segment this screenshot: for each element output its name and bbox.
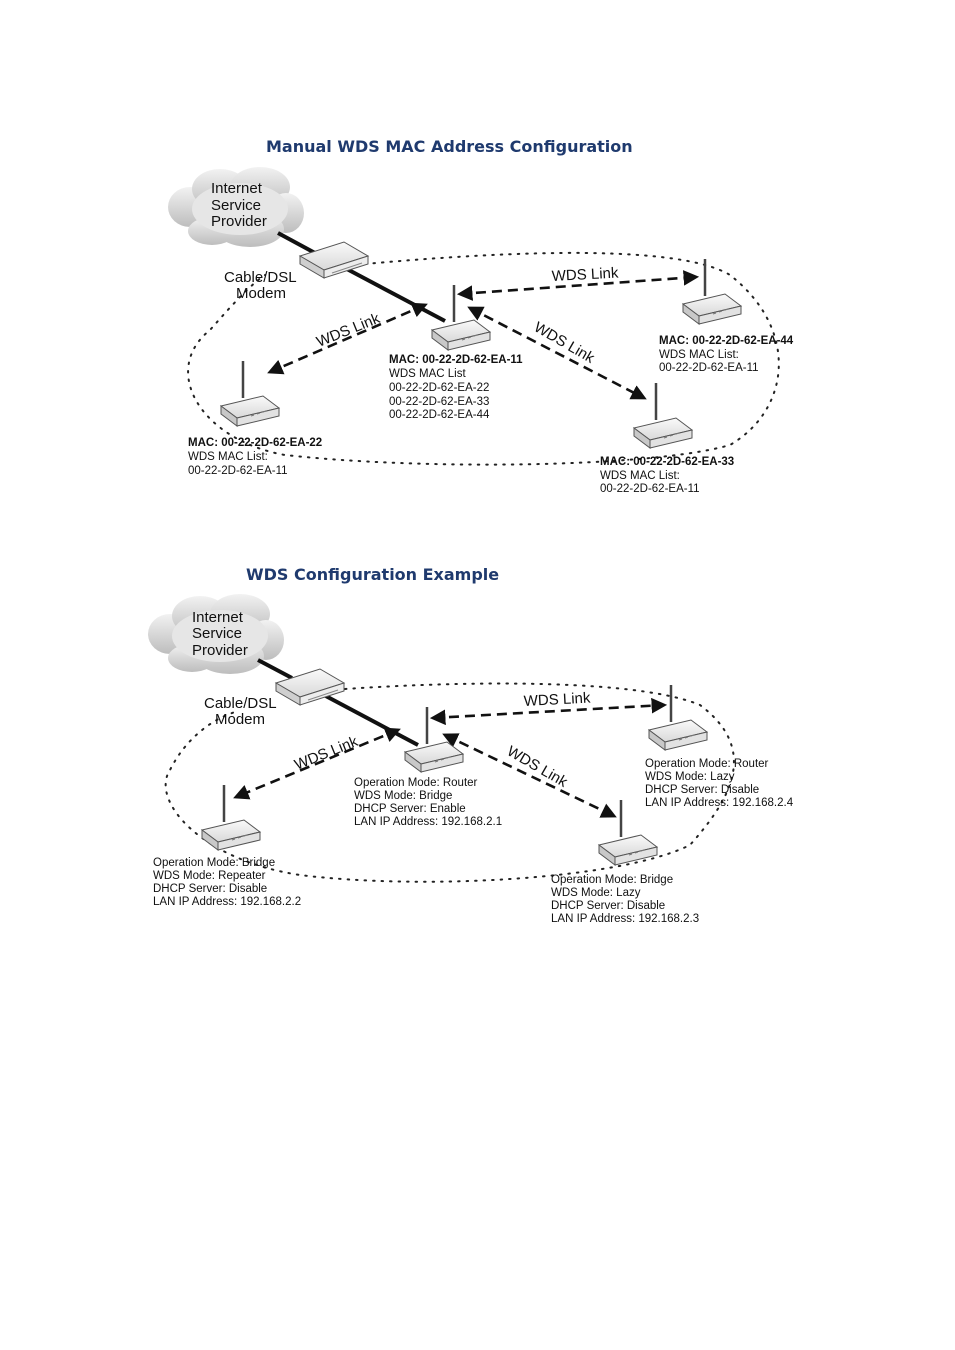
router-icon	[597, 798, 659, 867]
wds-link-arrow	[456, 270, 700, 301]
diagram-2-title: WDS Configuration Example	[246, 565, 500, 584]
node-line: WDS MAC List:	[600, 470, 680, 482]
node-line: 00-22-2D-62-EA-22	[389, 382, 489, 394]
router-icon	[632, 381, 694, 450]
modem-label-line1: Cable/DSL	[204, 695, 277, 712]
wds-link-arrow	[233, 727, 401, 800]
node-line: 00-22-2D-62-EA-11	[600, 483, 700, 495]
node-line: 00-22-2D-62-EA-11	[188, 465, 288, 477]
wired-link	[344, 266, 446, 323]
isp-label-line2: Service	[192, 625, 242, 642]
node-line: DHCP Server: Disable	[153, 883, 267, 895]
modem-label-line2: Modem	[236, 285, 286, 302]
node-mac: MAC: 00-22-2D-62-EA-11	[389, 354, 523, 366]
isp-label-line1: Internet	[192, 609, 244, 626]
node-line: LAN IP Address: 192.168.2.1	[354, 816, 502, 828]
wds-link-label: WDS Link	[504, 743, 571, 791]
node-line: WDS Mode: Repeater	[153, 870, 266, 882]
diagram-1: Internet Service Provider Cable/DSL Mode…	[168, 167, 794, 495]
isp-label-line1: Internet	[211, 180, 263, 197]
node-line: Operation Mode: Router	[645, 758, 769, 770]
isp-label-line2: Service	[211, 197, 261, 214]
wds-link-arrow	[429, 697, 668, 726]
isp-label-line3: Provider	[211, 213, 267, 230]
wired-link	[257, 658, 293, 680]
router-icon	[681, 257, 743, 326]
node-line: LAN IP Address: 192.168.2.3	[551, 913, 699, 925]
wds-link-arrow	[467, 306, 647, 400]
node-mac: MAC: 00-22-2D-62-EA-44	[659, 335, 794, 347]
wds-link-label: WDS Link	[523, 690, 591, 710]
node-line: 00-22-2D-62-EA-33	[389, 396, 489, 408]
wired-link	[321, 692, 419, 747]
node-line: WDS MAC List:	[188, 451, 268, 463]
node-line: WDS Mode: Lazy	[551, 887, 641, 899]
diagram-2: Internet Service Provider Cable/DSL Mode…	[148, 594, 794, 925]
node-info-bottom: Operation Mode: Bridge WDS Mode: Lazy DH…	[551, 874, 699, 925]
wds-link-arrow	[267, 302, 428, 375]
node-line: WDS Mode: Bridge	[354, 790, 452, 802]
router-icon	[647, 683, 709, 752]
node-line: WDS Mode: Lazy	[645, 771, 735, 783]
wired-link	[277, 231, 316, 255]
modem-label-line1: Cable/DSL	[224, 269, 297, 286]
node-line: DHCP Server: Enable	[354, 803, 466, 815]
node-line: DHCP Server: Disable	[645, 784, 759, 796]
node-line: 00-22-2D-62-EA-44	[389, 409, 490, 421]
node-line: Operation Mode: Bridge	[551, 874, 673, 886]
modem-label-line2: Modem	[215, 711, 265, 728]
node-info-bottom: MAC: 00-22-2D-62-EA-33 WDS MAC List: 00-…	[600, 456, 734, 495]
node-info-right: Operation Mode: Router WDS Mode: Lazy DH…	[645, 758, 794, 809]
node-line: Operation Mode: Router	[354, 777, 478, 789]
node-line: 00-22-2D-62-EA-11	[659, 362, 759, 374]
node-line: WDS MAC List:	[659, 349, 739, 361]
node-info-left: MAC: 00-22-2D-62-EA-22 WDS MAC List: 00-…	[188, 437, 322, 477]
router-icon	[200, 783, 262, 852]
node-line: WDS MAC List	[389, 368, 466, 380]
isp-label-line3: Provider	[192, 642, 248, 659]
wds-link-label: WDS Link	[292, 733, 361, 774]
node-line: LAN IP Address: 192.168.2.2	[153, 896, 301, 908]
wds-link-label: WDS Link	[314, 310, 383, 351]
node-mac: MAC: 00-22-2D-62-EA-22	[188, 437, 322, 449]
node-info-root: MAC: 00-22-2D-62-EA-11 WDS MAC List 00-2…	[389, 354, 523, 421]
diagram-1-title: Manual WDS MAC Address Configuration	[266, 137, 633, 156]
wds-link-label: WDS Link	[551, 265, 619, 285]
node-line: DHCP Server: Disable	[551, 900, 665, 912]
node-line: LAN IP Address: 192.168.2.4	[645, 797, 794, 809]
wds-link-arrow	[442, 733, 617, 818]
node-info-left: Operation Mode: Bridge WDS Mode: Repeate…	[153, 857, 301, 908]
node-info-root: Operation Mode: Router WDS Mode: Bridge …	[354, 777, 502, 828]
wds-link-label: WDS Link	[531, 319, 598, 367]
node-info-right: MAC: 00-22-2D-62-EA-44 WDS MAC List: 00-…	[659, 335, 794, 374]
node-line: Operation Mode: Bridge	[153, 857, 275, 869]
node-mac: MAC: 00-22-2D-62-EA-33	[600, 456, 734, 468]
